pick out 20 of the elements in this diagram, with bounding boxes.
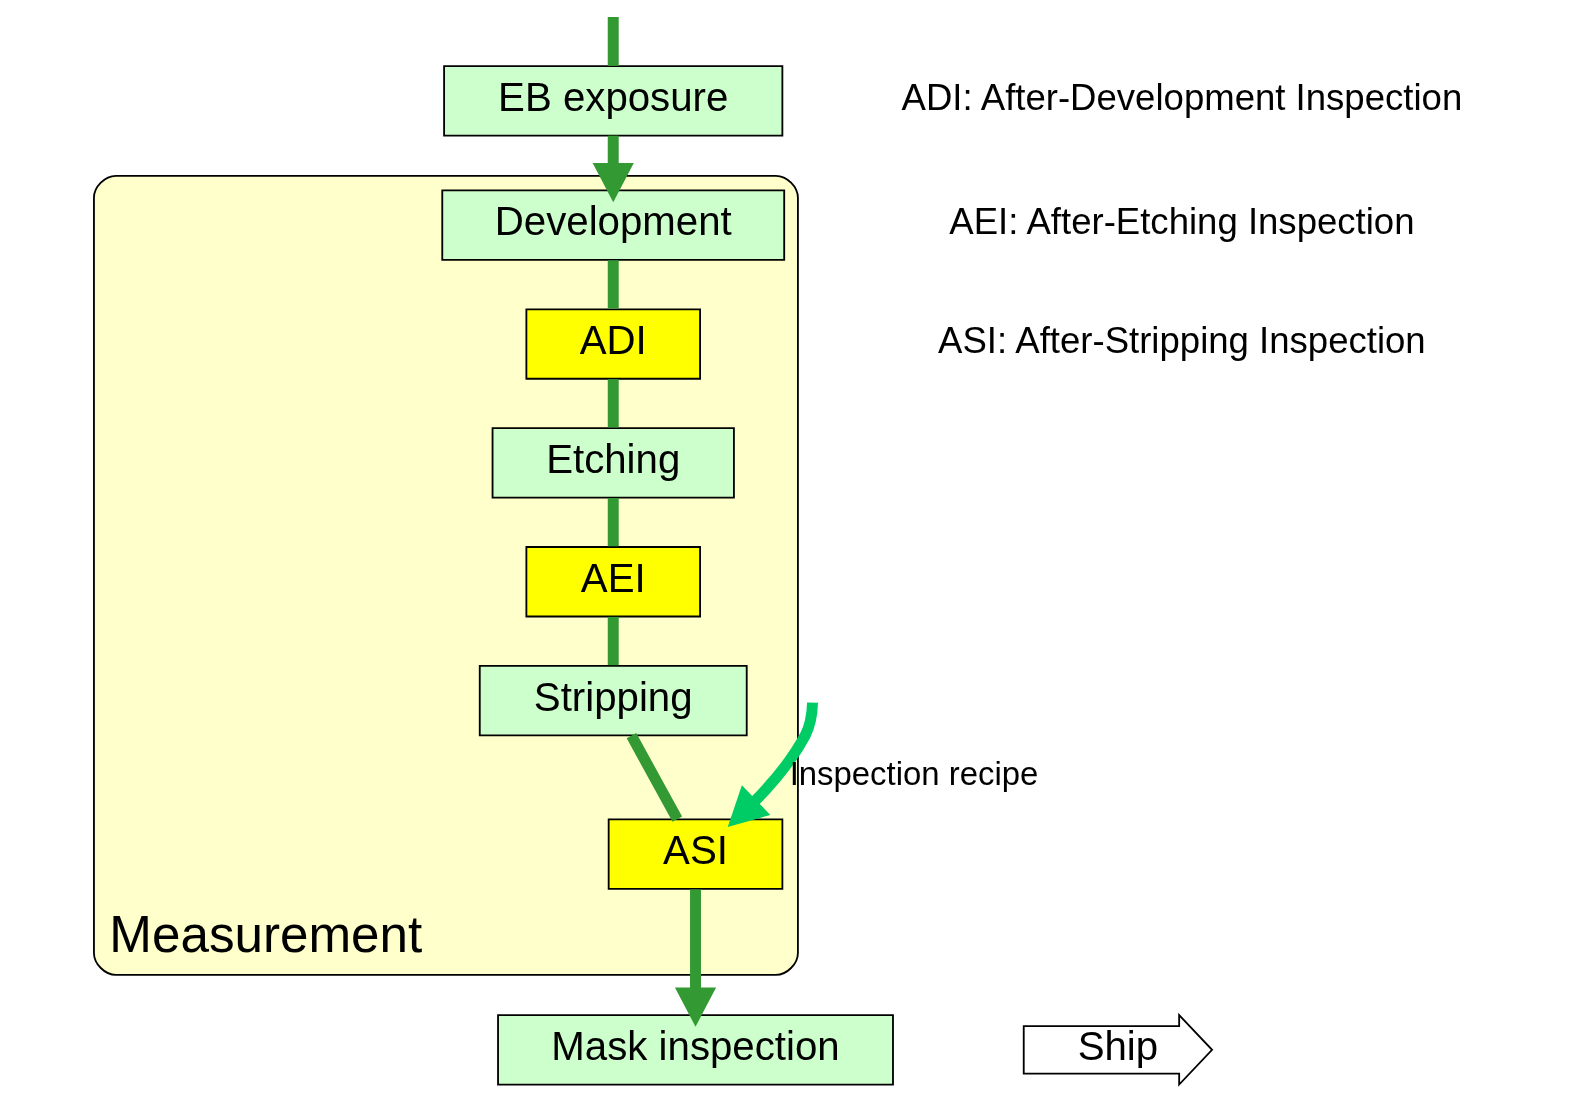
node-box: Etching — [491, 427, 735, 499]
node-box: Development — [440, 189, 785, 261]
label: AEI: After-Etching Inspection — [948, 201, 1415, 243]
label: ADI: After-Development Inspection — [901, 76, 1462, 118]
node-box: Mask inspection — [496, 1014, 894, 1086]
connector — [607, 616, 619, 666]
arrow — [727, 702, 818, 828]
label: ASI: After-Stripping Inspection — [937, 320, 1426, 362]
connector — [626, 733, 682, 822]
arrow — [592, 135, 634, 203]
connector — [607, 16, 619, 66]
node-box: AEI — [524, 546, 701, 618]
connector — [607, 260, 619, 309]
node-box: ASI — [607, 818, 783, 890]
node-box: Stripping — [478, 664, 748, 737]
node-box: ADI — [524, 308, 701, 380]
connector — [607, 498, 619, 547]
arrow — [674, 889, 716, 1027]
node-box: EB exposure — [442, 65, 783, 137]
connector — [607, 379, 619, 428]
